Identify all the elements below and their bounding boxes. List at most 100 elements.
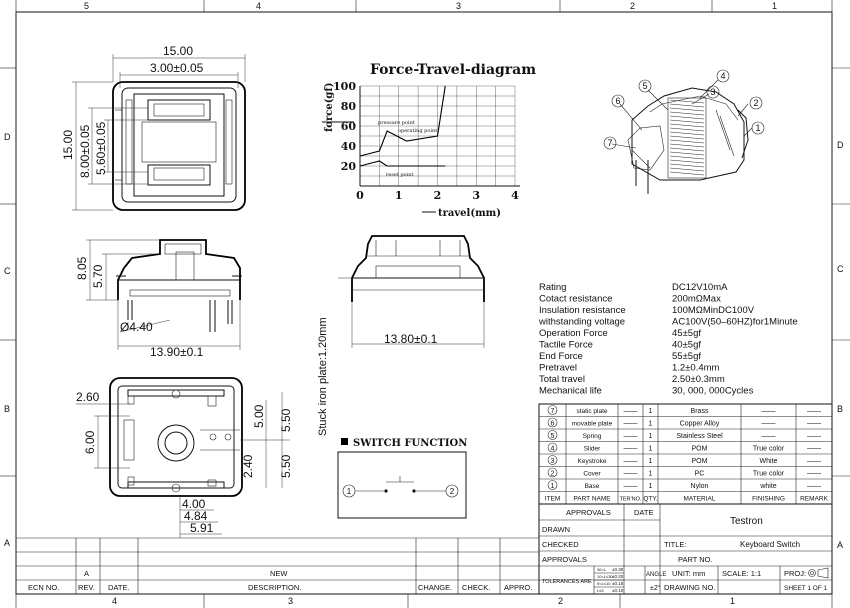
spring-coil — [669, 107, 705, 112]
tb-angle-tol: ±2° — [650, 584, 661, 592]
top-view — [72, 54, 246, 211]
tb-tol-val-1: ±0.20 — [612, 574, 624, 579]
bom-cell: —— — [624, 408, 638, 415]
bom-cell: —— — [807, 433, 821, 440]
bom-cell: 1 — [649, 483, 653, 490]
rev-value: A — [84, 569, 89, 578]
spec-value: 200mΩMax — [672, 294, 721, 305]
tb-tol-range-2: 5<L≤10 — [597, 581, 611, 586]
bom-item-circle — [547, 480, 558, 490]
spec-label: withstanding voltage — [538, 317, 625, 328]
callout-2: 2 — [753, 98, 758, 108]
spec-value: 1.2±0.4mm — [672, 363, 720, 374]
bom-cell: POM — [692, 446, 708, 453]
revision-text: A NEW ECN NO. REV. DATE. DESCRIPTION. CH… — [28, 569, 532, 592]
spring-coil — [669, 99, 705, 104]
zone-col-4: 4 — [256, 1, 261, 11]
bom-cell: 1 — [649, 471, 653, 478]
rev-h-description: DESCRIPTION. — [248, 583, 301, 592]
spring-coil — [669, 119, 705, 124]
bom-cell: —— — [807, 421, 821, 428]
dim-top-height: 15.00 — [61, 130, 75, 160]
tb-tol-val-0: ±0.30 — [612, 567, 624, 572]
dim-front-width: 13.80±0.1 — [384, 332, 438, 346]
callout-6: 6 — [615, 96, 620, 106]
dim-bot-r4: 5.50 — [279, 454, 293, 478]
spring-coil — [669, 143, 705, 148]
tb-sheet: SHEET 1 OF 1 — [784, 585, 828, 592]
zone-row-c: C — [4, 266, 11, 276]
bom-item-circle — [547, 430, 558, 440]
dim-bot-b3: 5.91 — [190, 521, 214, 535]
force-curve-1 — [359, 85, 446, 157]
bom-cell: Stainless Steel — [676, 433, 723, 440]
spec-label: Tactile Force — [539, 340, 593, 351]
bom-cell: movable plate — [572, 421, 613, 428]
switch-pin-2: 2 — [450, 487, 455, 496]
switch-function: SWITCH FUNCTION 1 2 — [337, 438, 467, 519]
dim-top-v1: 8.00±0.05 — [78, 124, 92, 178]
bom-cell: Keystroke — [578, 458, 607, 465]
exploded-callouts: 4 3 2 1 5 6 7 — [607, 71, 760, 148]
tb-tol-val-3: ±0.10 — [612, 588, 624, 593]
tb-scale: SCALE: 1:1 — [722, 569, 761, 578]
zone-row-b-r: B — [837, 404, 843, 414]
bottom-view — [76, 377, 290, 538]
ann-reset: reset point — [386, 172, 414, 178]
spec-label: Pretravel — [539, 363, 577, 374]
y-tick-label: 60 — [341, 120, 357, 133]
dim-top-inner: 3.00±0.05 — [150, 61, 204, 75]
spring-coil — [669, 139, 705, 144]
bom-cell: —— — [807, 458, 821, 465]
spec-value: 30, 000, 000Cycles — [672, 386, 754, 397]
spec-value: 45±5gf — [672, 328, 701, 339]
bom-header: TER'NO. — [620, 497, 642, 503]
top-view-dims: 15.00 3.00±0.05 15.00 8.00±0.05 5.60±0.0… — [61, 44, 204, 178]
bom-cell: White — [760, 458, 778, 465]
zone-row-b: B — [4, 404, 10, 414]
bom-cell: Nylon — [691, 483, 709, 490]
bom-header: MATERIAL — [683, 496, 715, 503]
dim-top-width: 15.00 — [163, 44, 193, 58]
callout-5: 5 — [642, 81, 647, 91]
dim-side-height: 8.05 — [75, 256, 89, 280]
bom-cell: —— — [624, 483, 638, 490]
x-tick-label: 0 — [356, 189, 364, 202]
zone-row-a: A — [4, 538, 10, 548]
zone-bcol-4: 4 — [112, 596, 117, 606]
bom-cell: 4 — [551, 446, 555, 453]
zone-row-d-r: D — [837, 140, 844, 150]
bom-item-circle — [547, 417, 558, 428]
ann-operating: operating point — [398, 128, 437, 134]
x-tick-label: 1 — [395, 189, 403, 202]
rev-h-appro: APPRO. — [504, 583, 532, 592]
spec-label: Rating — [539, 282, 566, 293]
bom-cell: 2 — [551, 471, 555, 478]
bom-cell: 1 — [551, 483, 555, 490]
bom-cell: white — [759, 483, 776, 490]
bom-cell: —— — [807, 446, 821, 453]
bom-cell: 1 — [649, 421, 653, 428]
bom-cell: 1 — [649, 458, 653, 465]
side-view — [86, 239, 242, 350]
zone-col-5: 5 — [84, 1, 89, 11]
tb-company: Testron — [730, 516, 763, 527]
bom-item-circle — [547, 442, 558, 453]
bom-header: FINISHING — [752, 496, 785, 503]
bom-cell: —— — [624, 446, 638, 453]
spec-label: Insulation resistance — [539, 305, 626, 316]
rev-description: NEW — [270, 569, 288, 578]
bom-cell: —— — [762, 433, 776, 440]
bom-cell: Spring — [583, 433, 602, 440]
bom-cell: 1 — [649, 433, 653, 440]
callout-7: 7 — [607, 138, 612, 148]
force-curve-2 — [359, 160, 446, 167]
bom-cell: True color — [753, 471, 785, 478]
spec-value: 40±5gf — [672, 340, 701, 351]
spec-label: Cotact resistance — [539, 294, 612, 305]
spec-value: 2.50±0.3mm — [672, 374, 725, 385]
front-view — [338, 235, 485, 348]
bom-cell: 1 — [649, 408, 653, 415]
